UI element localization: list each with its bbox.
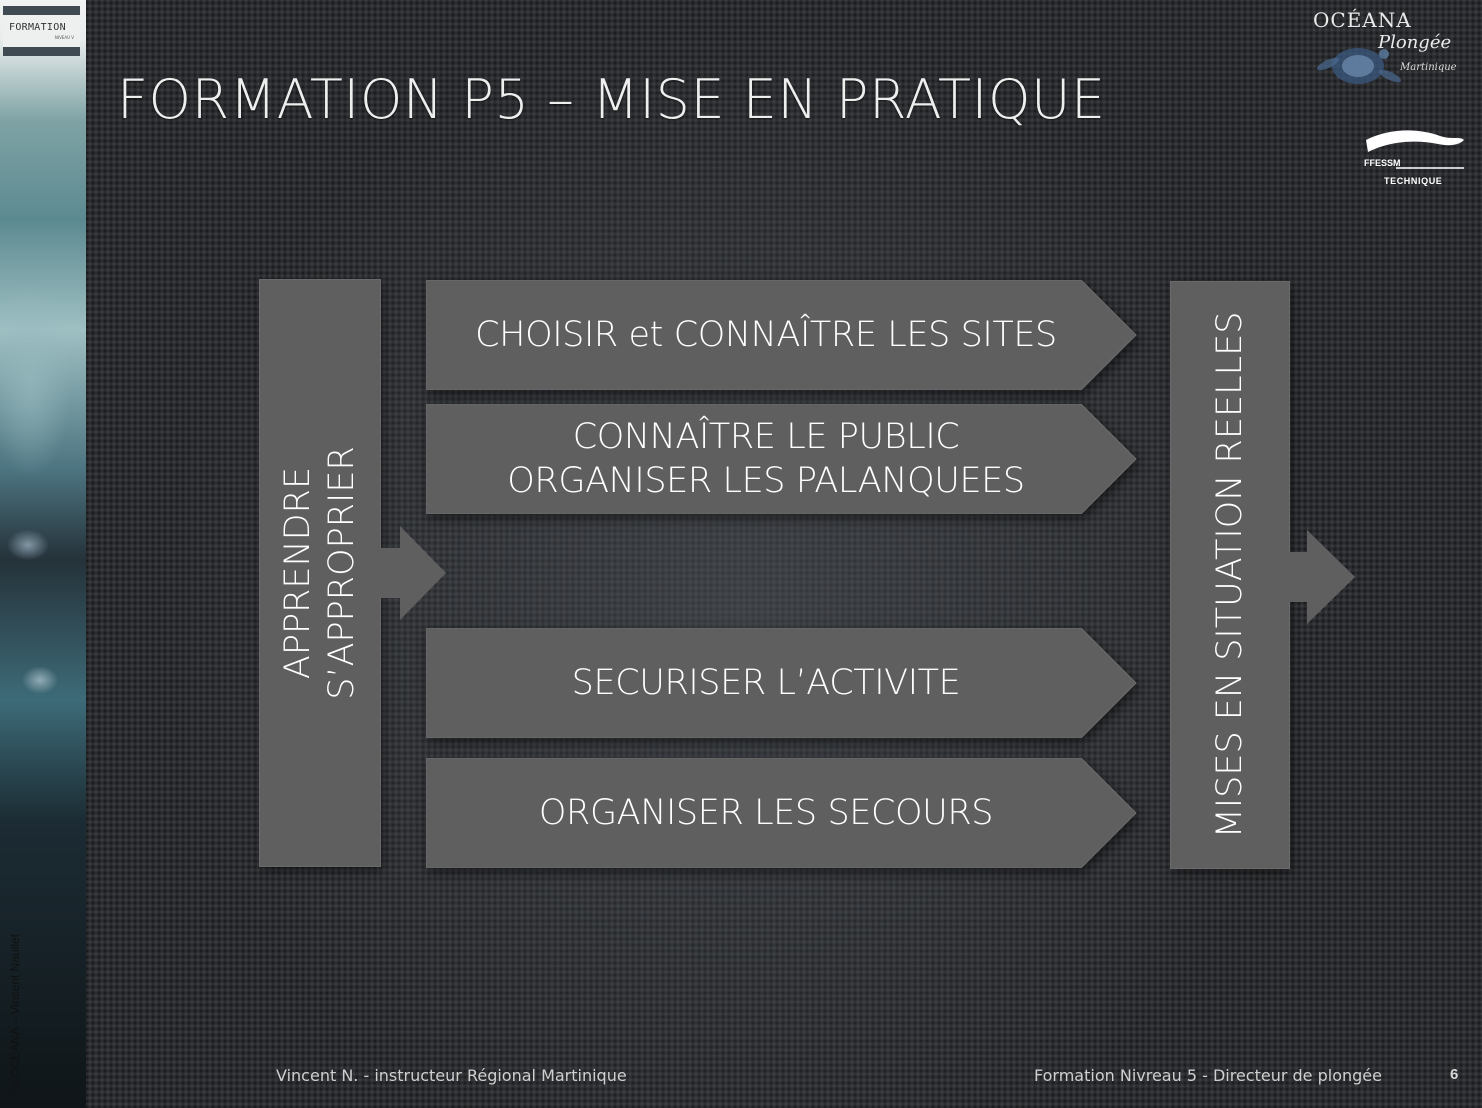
learn-box: APPRENDRE S’APPROPRIER xyxy=(260,280,380,866)
learn-box-text: APPRENDRE S’APPROPRIER xyxy=(276,446,364,700)
step-2-line-1: CONNAÎTRE LE PUBLIC xyxy=(572,417,960,457)
real-situations-text: MISES EN SITUATION REELLES xyxy=(1210,311,1250,839)
step-arrow-shape xyxy=(426,758,1137,868)
badge-bar-top xyxy=(3,6,80,15)
badge-bar-bottom xyxy=(3,47,80,56)
ffessm-technique: TECHNIQUE xyxy=(1384,176,1443,186)
step-label: CONNAÎTRE LE PUBLIC ORGANISER LES PALANQ… xyxy=(426,404,1106,514)
left-connector-arrow xyxy=(378,526,446,620)
footer-course: Formation Nivreau 5 - Directeur de plong… xyxy=(1034,1066,1382,1085)
step-label: CHOISIR et CONNAÎTRE LES SITES xyxy=(426,280,1106,390)
step-arrow-1: CHOISIR et CONNAÎTRE LES SITES xyxy=(426,280,1138,390)
step-arrow-shape xyxy=(426,628,1137,738)
oceana-location: Martinique xyxy=(1400,62,1457,73)
step-3-line-1: SECURISER L’ACTIVITE xyxy=(571,663,961,703)
step-label: ORGANISER LES SECOURS xyxy=(426,758,1106,868)
oceana-logo: OCÉANA Plongée Martinique xyxy=(1310,4,1470,100)
turtle-icon xyxy=(1316,48,1402,84)
ffessm-wave-icon xyxy=(1366,130,1464,169)
step-arrow-4: ORGANISER LES SECOURS xyxy=(426,758,1138,868)
ffessm-logo: FFESSM TECHNIQUE xyxy=(1360,126,1470,192)
oceana-title: OCÉANA xyxy=(1313,8,1412,32)
badge-subtext: NIVEAU V xyxy=(54,35,74,40)
oceana-subtitle: Plongée xyxy=(1378,32,1452,53)
copyright-notice: © OCEANA – Vincent Naullet xyxy=(8,933,22,1090)
right-connector-arrow xyxy=(1287,530,1355,624)
footer-author: Vincent N. - instructeur Régional Martin… xyxy=(276,1066,627,1085)
formation-badge: FORMATION NIVEAU V xyxy=(3,6,80,56)
step-label: SECURISER L’ACTIVITE xyxy=(426,628,1106,738)
step-arrow-3: SECURISER L’ACTIVITE xyxy=(426,628,1138,738)
learn-line-2: S’APPROPRIER xyxy=(322,446,362,700)
step-4-line-1: ORGANISER LES SECOURS xyxy=(538,793,994,833)
step-2-line-2: ORGANISER LES PALANQUEES xyxy=(507,461,1025,501)
learn-line-1: APPRENDRE xyxy=(278,466,318,680)
sidebar-image-strip: FORMATION NIVEAU V © OCEANA – Vincent Na… xyxy=(0,0,86,1108)
ffessm-name: FFESSM xyxy=(1364,158,1401,168)
step-arrow-shape xyxy=(426,404,1137,514)
step-arrow-2: CONNAÎTRE LE PUBLIC ORGANISER LES PALANQ… xyxy=(426,404,1138,514)
page-number: 6 xyxy=(1450,1066,1459,1083)
step-1-line-1: CHOISIR et CONNAÎTRE LES SITES xyxy=(475,315,1057,355)
real-situations-box: MISES EN SITUATION REELLES xyxy=(1171,282,1289,868)
step-arrow-shape xyxy=(426,280,1137,390)
slide-title: FORMATION P5 – MISE EN PRATIQUE xyxy=(117,68,1106,131)
badge-text: FORMATION xyxy=(9,22,66,33)
